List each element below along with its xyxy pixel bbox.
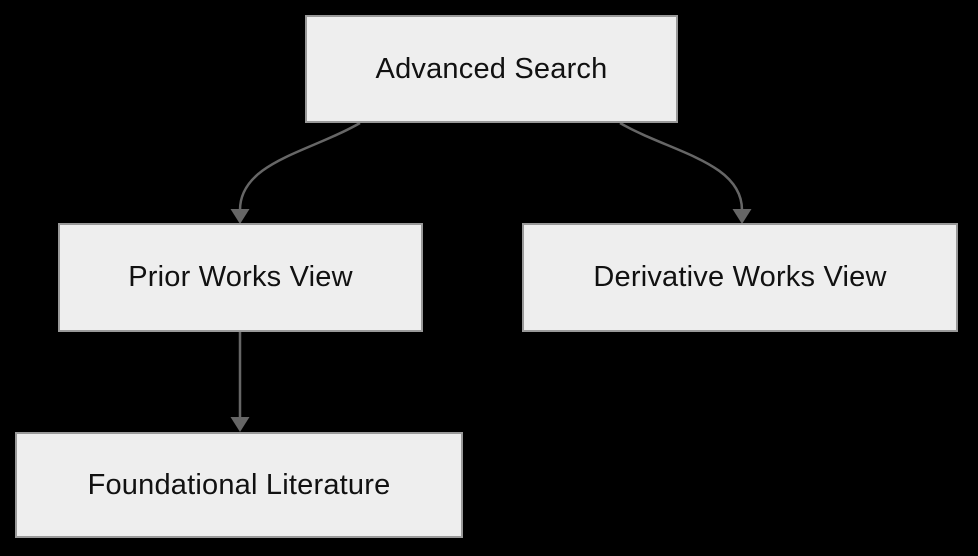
node-derivative-works-view: Derivative Works View [522, 223, 958, 332]
node-prior-works-view: Prior Works View [58, 223, 423, 332]
node-advanced-search-label: Advanced Search [375, 52, 608, 85]
node-advanced-search: Advanced Search [305, 15, 678, 123]
node-foundational-literature-label: Foundational Literature [87, 468, 391, 501]
arrowhead-prior [230, 209, 250, 224]
edge-advanced-to-prior [238, 121, 361, 211]
arrowhead-derivative [732, 209, 752, 224]
node-derivative-works-view-label: Derivative Works View [593, 261, 887, 293]
node-prior-works-view-label: Prior Works View [128, 261, 353, 293]
node-foundational-literature: Foundational Literature [15, 432, 463, 538]
edge-advanced-to-derivative [619, 121, 744, 211]
arrowhead-foundational [230, 417, 250, 432]
